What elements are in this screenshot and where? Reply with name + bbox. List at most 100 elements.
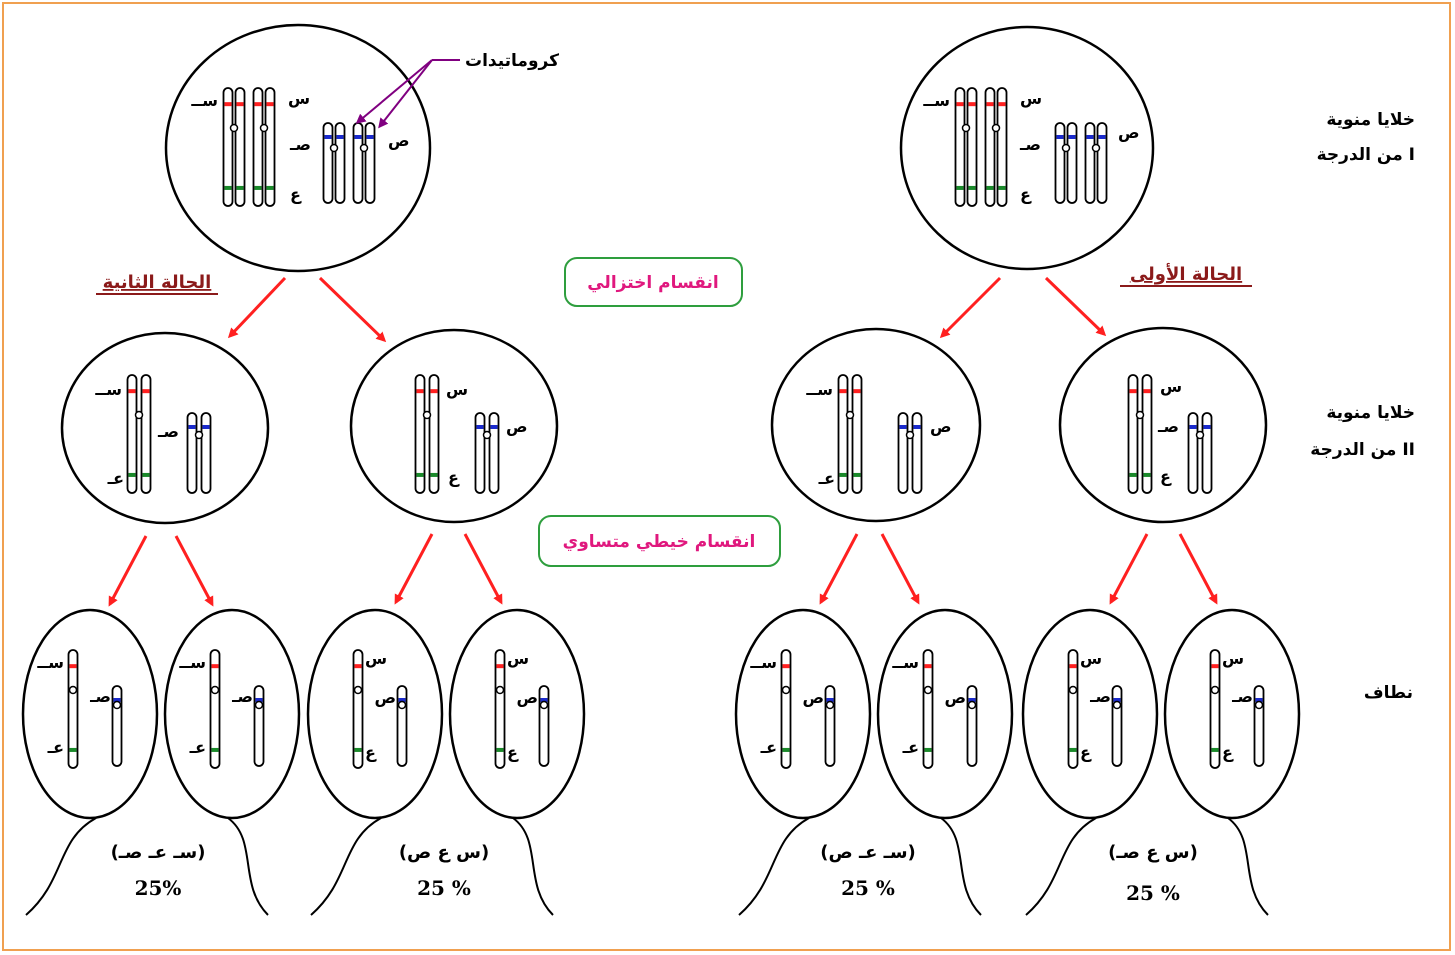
gene-band	[254, 102, 262, 107]
chromatid	[1187, 412, 1199, 494]
chromatid	[126, 374, 138, 494]
chromatid	[780, 649, 792, 769]
chromatid	[322, 122, 334, 204]
gene-band	[1056, 135, 1064, 139]
centromere	[1210, 685, 1220, 695]
gene-band	[202, 425, 210, 429]
chromatid	[253, 685, 265, 767]
sperm-tail	[227, 817, 269, 916]
centromere	[359, 143, 369, 153]
gene-label-s-small: ســ	[805, 380, 833, 399]
gene-label-sad: ص	[374, 688, 396, 707]
gene-band	[430, 472, 438, 477]
chromatid	[966, 685, 978, 767]
gene-band	[430, 389, 438, 394]
gene-band	[1189, 425, 1197, 429]
chromatid	[67, 649, 79, 769]
gene-band	[1098, 135, 1106, 139]
gene-band	[476, 425, 484, 429]
gene-label-sad-small: صـ	[89, 687, 111, 706]
gene-band	[839, 472, 847, 477]
gene-band	[142, 389, 150, 394]
sperm-head	[306, 608, 444, 820]
row1-line1: خلايا منوية	[1326, 110, 1415, 130]
gene-label-ain-small: عـ	[818, 469, 835, 488]
gene-band	[998, 102, 1006, 107]
gene-band	[354, 135, 362, 139]
gene-band	[128, 472, 136, 477]
gene-band	[956, 185, 964, 190]
gene-band	[913, 425, 921, 429]
arrow	[1178, 533, 1218, 605]
chromatid	[824, 685, 836, 767]
gene-label-s-small: ســ	[190, 91, 218, 110]
gene-label-ain-small: عـ	[760, 738, 777, 757]
centromere	[845, 410, 855, 420]
chromatid	[252, 87, 264, 207]
gamete-percent-1: 25%	[135, 876, 182, 900]
row1-line2: من الدرجة I	[1317, 145, 1415, 165]
centromere	[905, 430, 915, 440]
gene-label-s: س	[365, 649, 387, 668]
sperm-tail	[1227, 817, 1269, 916]
gene-band	[1203, 425, 1211, 429]
gamete-percent-2: 25 %	[417, 876, 471, 900]
chromatid	[488, 412, 500, 494]
chromatid	[234, 87, 246, 207]
centromere	[1068, 685, 1078, 695]
arrow	[939, 276, 1002, 339]
gene-band	[1143, 389, 1151, 394]
gamete-genotype-1: (سـ عـ صـ)	[111, 842, 206, 863]
gene-band	[782, 664, 790, 669]
gamete-genotype-3: (سـ عـ ص)	[820, 842, 916, 863]
chromatid	[1096, 122, 1108, 204]
gene-label-ain-small: عـ	[107, 469, 124, 488]
gene-band	[128, 389, 136, 394]
arrow	[880, 533, 920, 605]
gene-band	[899, 425, 907, 429]
arrow	[318, 276, 387, 343]
gene-band	[336, 135, 344, 139]
sperm-tail	[940, 817, 982, 916]
gene-label-ain: ع	[448, 468, 460, 487]
gene-band	[924, 747, 932, 752]
gene-label-sad: ص	[388, 131, 410, 150]
centromere	[991, 123, 1001, 133]
gene-band	[956, 102, 964, 107]
chromatid-pointer: كروماتيدات	[355, 51, 559, 129]
centromere	[1112, 700, 1122, 710]
gene-band	[1143, 472, 1151, 477]
centromere	[1091, 143, 1101, 153]
gene-band	[69, 664, 77, 669]
chromatid	[352, 122, 364, 204]
gene-label-sad-small: صـ	[231, 687, 253, 706]
gene-band	[968, 698, 976, 702]
gene-band	[986, 185, 994, 190]
centromere	[229, 123, 239, 133]
gamete-genotype-2: (س ع ص)	[399, 842, 489, 863]
chromatid	[334, 122, 346, 204]
gene-band	[1069, 747, 1077, 752]
mitosis-box: انقسام خيطي متساوي	[538, 515, 781, 567]
gene-band	[354, 664, 362, 669]
gene-band	[1255, 698, 1263, 702]
gene-label-sad: ص	[944, 688, 966, 707]
chromatid	[1066, 122, 1078, 204]
gene-label-s-small: ســ	[749, 653, 777, 672]
gene-band	[540, 698, 548, 702]
gene-band	[224, 185, 232, 190]
gene-band	[211, 747, 219, 752]
gene-label-s: س	[446, 380, 468, 399]
gene-label-sad-small: صـ	[1089, 687, 1111, 706]
gamete-percent-3: 25 %	[841, 876, 895, 900]
sperm-tail	[310, 817, 382, 916]
chromatids-label: كروماتيدات	[465, 51, 559, 71]
gene-band	[496, 747, 504, 752]
chromatid	[200, 412, 212, 494]
chromatid	[186, 412, 198, 494]
